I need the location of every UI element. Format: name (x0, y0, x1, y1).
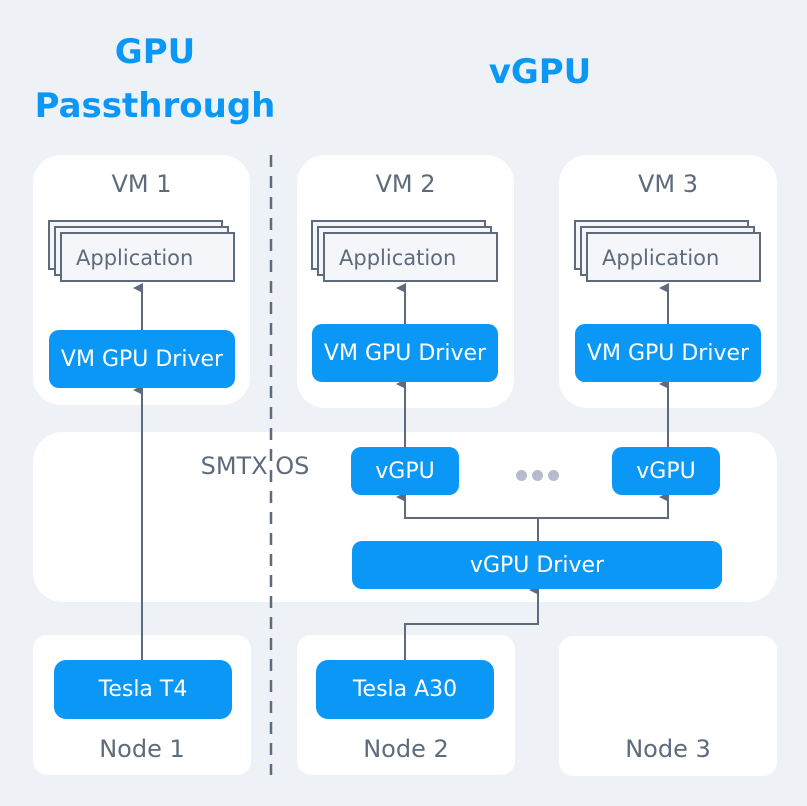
vm-3-application: Application (586, 232, 761, 282)
node-1-label: Node 1 (99, 735, 185, 763)
vm-2-gpu-driver: VM GPU Driver (312, 324, 498, 382)
vgpu-left: vGPU (351, 447, 459, 495)
title-line-2: Passthrough (34, 86, 276, 126)
vm-3-application-stack: Application (574, 220, 764, 288)
vgpu-title: vGPU (488, 52, 592, 92)
node-card-3 (559, 636, 777, 776)
node-3-label: Node 3 (625, 735, 711, 763)
vm-1-gpu-driver: VM GPU Driver (49, 330, 235, 388)
title-line-1: GPU (114, 32, 196, 72)
node-2-label: Node 2 (363, 735, 449, 763)
node-1-gpu: Tesla T4 (54, 660, 232, 719)
vgpu-driver: vGPU Driver (352, 541, 722, 589)
vm-3-gpu-driver: VM GPU Driver (575, 324, 761, 382)
ellipsis-dot (548, 470, 559, 481)
gpu-passthrough-title: GPU Passthrough (20, 28, 290, 130)
vm-3-label: VM 3 (637, 170, 699, 198)
ellipsis-dot (516, 470, 527, 481)
smtx-os-label: SMTX OS (200, 452, 310, 480)
vm-2-application: Application (323, 232, 498, 282)
vm-1-label: VM 1 (111, 170, 172, 198)
vm-2-label: VM 2 (375, 170, 436, 198)
vm-1-application-stack: Application (48, 220, 238, 288)
node-2-gpu: Tesla A30 (316, 660, 494, 719)
vgpu-right: vGPU (612, 447, 720, 495)
vm-1-application: Application (60, 232, 235, 282)
more-vgpus-ellipsis (516, 470, 559, 481)
ellipsis-dot (532, 470, 543, 481)
vm-2-application-stack: Application (311, 220, 501, 288)
